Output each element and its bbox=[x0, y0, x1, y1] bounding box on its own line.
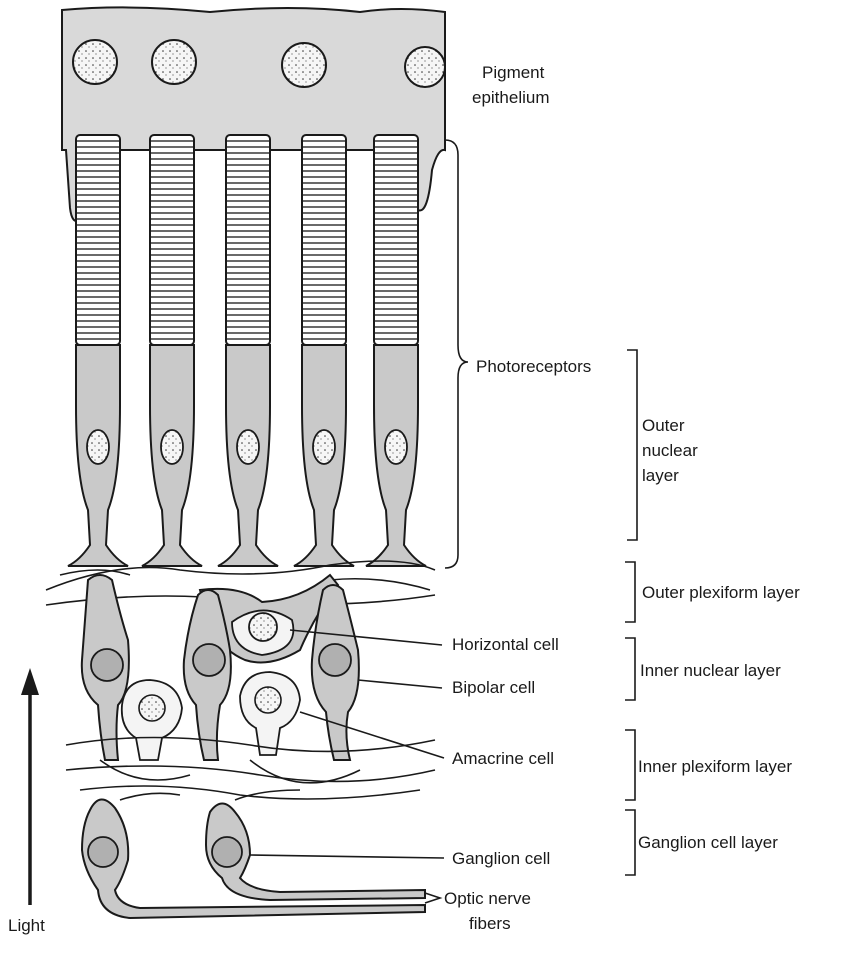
label-ganglion-cell: Ganglion cell bbox=[452, 849, 550, 868]
label-inner-nuclear: Inner nuclear layer bbox=[640, 661, 781, 680]
label-outer-nuclear-2: nuclear bbox=[642, 441, 698, 460]
epithelium-nucleus bbox=[405, 47, 445, 87]
label-ganglion-layer: Ganglion cell layer bbox=[638, 833, 778, 852]
photoreceptor-cell bbox=[366, 135, 426, 566]
label-outer-nuclear-3: layer bbox=[642, 466, 679, 485]
photoreceptor-cell bbox=[294, 135, 354, 566]
epithelium-nucleus bbox=[73, 40, 117, 84]
label-outer-plexiform: Outer plexiform layer bbox=[642, 583, 800, 602]
light-arrow bbox=[21, 668, 39, 905]
inner-plexiform-fibers bbox=[66, 738, 435, 800]
label-photoreceptors: Photoreceptors bbox=[476, 357, 591, 376]
photoreceptor-cell bbox=[68, 135, 128, 566]
label-light: Light bbox=[8, 916, 45, 935]
photoreceptor-cell bbox=[142, 135, 202, 566]
epithelium-nucleus bbox=[152, 40, 196, 84]
label-inner-plexiform: Inner plexiform layer bbox=[638, 757, 792, 776]
photoreceptors bbox=[68, 135, 426, 566]
label-pigment: Pigment bbox=[482, 63, 545, 82]
label-amacrine-cell: Amacrine cell bbox=[452, 749, 554, 768]
label-epithelium: epithelium bbox=[472, 88, 550, 107]
photoreceptor-cell bbox=[218, 135, 278, 566]
epithelium-nucleus bbox=[282, 43, 326, 87]
label-fibers: fibers bbox=[469, 914, 511, 933]
label-outer-nuclear-1: Outer bbox=[642, 416, 685, 435]
label-optic-nerve: Optic nerve bbox=[444, 889, 531, 908]
ganglion-cells bbox=[82, 790, 425, 918]
label-bipolar-cell: Bipolar cell bbox=[452, 678, 535, 697]
label-horizontal-cell: Horizontal cell bbox=[452, 635, 559, 654]
